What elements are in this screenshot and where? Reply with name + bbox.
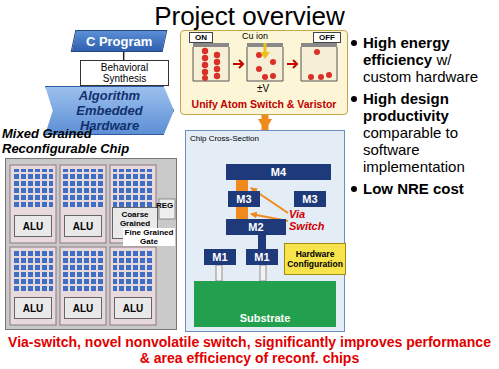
node-text: Substrate [240, 312, 291, 324]
input-box: C Program [71, 30, 168, 52]
state-tag: ON [189, 32, 213, 43]
node-text: ON [195, 33, 207, 42]
node-text: Unify Atom Switch & Varistor [181, 98, 347, 110]
node-text: Behavioral Synthesis [81, 62, 168, 84]
metal-layer: M3 [294, 191, 326, 207]
bullet-item: High design productivity comparable to s… [350, 90, 497, 175]
node-text: M1 [212, 251, 227, 263]
voltage-label: ±V [257, 83, 277, 94]
node-text: OFF [319, 33, 335, 42]
caption: Via-switch, novel nonvolatile switch, si… [5, 334, 494, 366]
node-text: Mixed Grained Reconfigurable Chip [2, 126, 184, 156]
bullet-dot [351, 186, 357, 192]
substrate-block: Substrate [194, 281, 336, 327]
bullet-heading: High design productivity [363, 90, 449, 124]
connector [123, 52, 125, 60]
state-tag: OFF [313, 32, 341, 43]
part-label: Fine Grained Gate [123, 228, 175, 246]
bullet-list: High energy efficiency w/ custom hardwar… [350, 34, 497, 202]
node-text: M2 [248, 221, 263, 233]
metal-layer: M1 [204, 249, 236, 265]
node-text: ALU [23, 303, 44, 314]
node-text: M4 [271, 166, 286, 178]
title: Project overview [0, 1, 499, 32]
callout-label: Via Switch [289, 208, 339, 232]
connector [262, 115, 269, 130]
metal-layer: M4 [226, 164, 331, 180]
node-text: ALU [73, 303, 94, 314]
metal-layer: M2 [226, 219, 286, 235]
alu-block: ALU [114, 297, 152, 319]
node-text: M3 [236, 193, 251, 205]
node-text: M3 [302, 193, 317, 205]
node-text: ALU [123, 303, 144, 314]
bullet-item: High energy efficiency w/ custom hardwar… [350, 34, 497, 85]
metal-layer: M1 [246, 249, 278, 265]
bullet-dot [351, 96, 357, 102]
config-box: Hardware Configuration [284, 243, 346, 275]
node-text: C Program [86, 34, 152, 49]
bullet-text: comparable to software implementation [363, 124, 465, 175]
bullet-heading: Low NRE cost [363, 180, 464, 197]
node-text: Hardware Configuration [285, 249, 345, 269]
alu-block: ALU [64, 297, 102, 319]
node-text: Chip Cross-Section [190, 134, 259, 143]
alu-block: ALU [14, 297, 52, 319]
alu-block: ALU [64, 215, 102, 237]
part-label: Cu ion [242, 31, 272, 41]
part-label: REG [156, 201, 178, 210]
metal-layer: M3 [228, 191, 260, 207]
alu-block: ALU [14, 215, 52, 237]
node-text: ALU [73, 221, 94, 232]
node-text: ALU [23, 221, 44, 232]
bullet-item: Low NRE cost [350, 180, 497, 197]
node-text: M1 [254, 251, 269, 263]
atom-switch-panel: Unify Atom Switch & Varistor ON OFF [180, 30, 348, 115]
process-box: Behavioral Synthesis [80, 60, 169, 86]
bullet-dot [351, 40, 357, 46]
